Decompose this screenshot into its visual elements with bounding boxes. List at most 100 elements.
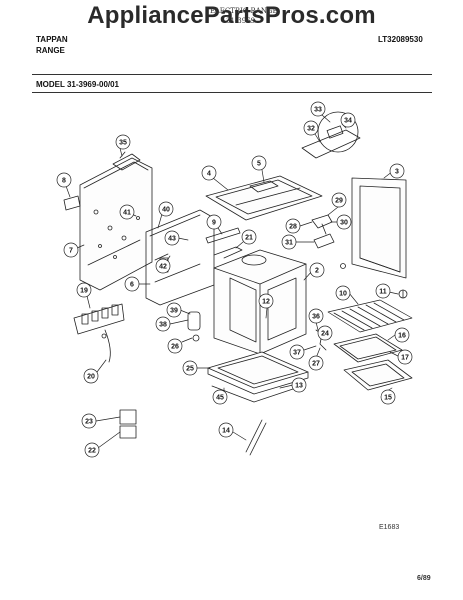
svg-text:12: 12 [262, 299, 270, 306]
svg-text:27: 27 [312, 361, 320, 368]
callout-38: 38 [155, 316, 189, 332]
drawing-code: E1683 [379, 524, 400, 531]
header-model-code: 31-3969 [226, 17, 256, 25]
callout-29: 29 [327, 192, 347, 216]
access-plate [63, 195, 81, 211]
callout-23: 23 [81, 413, 121, 429]
watermark: AppliancePartsPros.com [87, 2, 376, 29]
rear-bracket [112, 151, 141, 171]
callout-43: 43 [164, 230, 189, 246]
svg-text:5: 5 [257, 161, 261, 168]
part-number: LT32089530 [378, 35, 423, 44]
svg-text:13: 13 [295, 383, 303, 390]
svg-text:34: 34 [344, 118, 352, 125]
callout-36: 36 [308, 308, 324, 331]
svg-text:41: 41 [123, 210, 131, 217]
date-code: 6/89 [417, 575, 431, 582]
oven-vent-parts [187, 311, 201, 342]
svg-text:24: 24 [321, 331, 329, 338]
callout-33: 33 [310, 101, 331, 123]
svg-text:21: 21 [245, 235, 253, 242]
svg-text:38: 38 [159, 322, 167, 329]
oven-rack [327, 299, 413, 333]
callout-17: 17 [389, 349, 413, 365]
callout-15: 15 [380, 387, 396, 405]
svg-text:25: 25 [186, 366, 194, 373]
callout-6: 6 [124, 276, 151, 292]
callout-31: 31 [281, 234, 315, 250]
callout-40: 40 [157, 201, 174, 229]
svg-text:22: 22 [88, 448, 96, 455]
svg-text:6: 6 [130, 282, 134, 289]
callouts: 2 3 4 5 6 7 8 9 10 11 12 13 14 15 16 17 … [56, 101, 413, 458]
svg-text:10: 10 [339, 291, 347, 298]
svg-text:40: 40 [162, 207, 170, 214]
svg-text:37: 37 [293, 350, 301, 357]
svg-text:15: 15 [384, 395, 392, 402]
callout-2: 2 [303, 262, 325, 281]
rear-panel [79, 157, 153, 291]
svg-text:32: 32 [307, 126, 315, 133]
door-handle [245, 419, 267, 456]
control-switch-assembly [301, 111, 361, 159]
callout-32: 32 [303, 120, 321, 143]
header-title: ELECTRIC RANGE [210, 7, 278, 15]
callout-37: 37 [289, 344, 317, 360]
storage-drawer [207, 351, 309, 403]
svg-text:17: 17 [401, 355, 409, 362]
heating-element [398, 289, 408, 299]
svg-text:42: 42 [159, 264, 167, 271]
callout-11: 11 [375, 283, 399, 299]
callout-7: 7 [63, 242, 85, 258]
model-label: MODEL 31-3969-00/01 [36, 80, 120, 89]
callout-14: 14 [218, 422, 247, 441]
cooktop [205, 175, 323, 221]
svg-text:8: 8 [62, 178, 66, 185]
callout-12: 12 [258, 293, 274, 319]
oven-door [343, 359, 413, 391]
callout-8: 8 [56, 172, 72, 198]
svg-text:14: 14 [222, 428, 230, 435]
callout-35: 35 [115, 134, 131, 157]
callout-16: 16 [387, 327, 410, 343]
svg-text:7: 7 [69, 248, 73, 255]
callout-39: 39 [166, 302, 191, 318]
callout-4: 4 [201, 165, 229, 191]
door-switch [119, 409, 137, 439]
svg-text:4: 4 [207, 171, 211, 178]
callout-22: 22 [84, 431, 121, 458]
callout-27: 27 [308, 347, 324, 371]
svg-text:11: 11 [379, 289, 387, 296]
svg-text:26: 26 [171, 344, 179, 351]
callout-30: 30 [330, 214, 352, 230]
svg-text:19: 19 [80, 288, 88, 295]
svg-text:2: 2 [315, 268, 319, 275]
svg-text:31: 31 [285, 240, 293, 247]
side-panel [145, 209, 215, 306]
header-rule-bottom [32, 92, 432, 93]
callout-3: 3 [383, 163, 405, 179]
callout-21: 21 [235, 229, 257, 249]
svg-text:9: 9 [212, 220, 216, 227]
svg-text:29: 29 [335, 198, 343, 205]
product-type: RANGE [36, 46, 65, 55]
svg-text:45: 45 [216, 395, 224, 402]
svg-text:16: 16 [398, 333, 406, 340]
callout-45: 45 [212, 387, 228, 405]
callout-20: 20 [83, 359, 107, 384]
svg-text:36: 36 [312, 314, 320, 321]
top-bracket [213, 246, 243, 259]
svg-text:35: 35 [119, 140, 127, 147]
element-bracket [205, 227, 241, 244]
brand-name: TAPPAN [36, 35, 68, 44]
callout-28: 28 [285, 218, 313, 234]
callout-13: 13 [279, 377, 307, 393]
svg-text:30: 30 [340, 220, 348, 227]
svg-text:3: 3 [395, 169, 399, 176]
callout-26: 26 [167, 337, 193, 354]
callout-42: 42 [155, 255, 171, 274]
back-guard [351, 177, 407, 279]
svg-text:33: 33 [314, 107, 322, 114]
control-knob-panel [73, 303, 125, 363]
